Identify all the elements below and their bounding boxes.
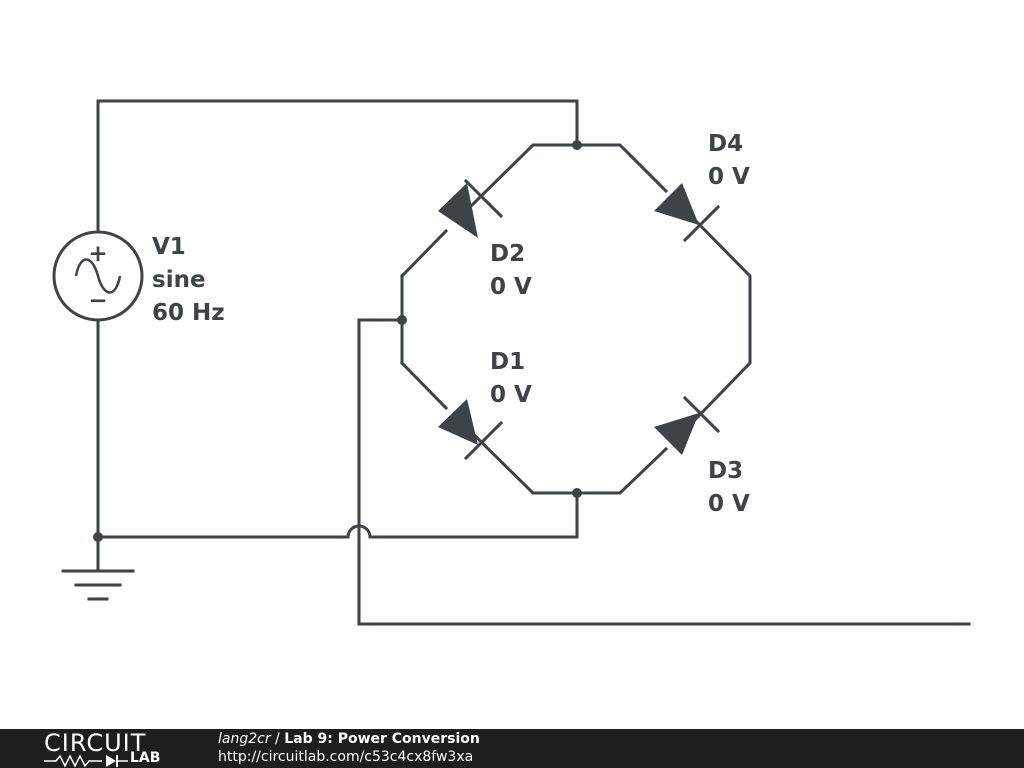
circuit-schematic: + − V1 sine 60 Hz D4 0 V D2 0 V D1 0 V D… [52,99,971,626]
wire-bridge-top[interactable] [464,143,669,213]
junction-ground [93,532,103,542]
junctions [93,140,582,542]
d4-voltage: 0 V [708,164,750,190]
wire-bridge-bottom[interactable] [464,425,669,495]
d2-label: D2 [490,241,525,267]
voltage-source-v1[interactable]: + − [52,230,144,322]
source-minus-sign: − [88,288,107,314]
d3-label: D3 [708,458,743,484]
wire-bridge-d1-left[interactable] [399,360,449,411]
d2-voltage: 0 V [490,274,532,300]
author-link[interactable]: lang2cr [218,731,271,747]
ground-icon [61,569,135,601]
junction-left [397,315,407,325]
wire-bridge-right[interactable] [684,209,752,431]
diode-d4-symbol[interactable] [654,183,721,243]
source-plus-sign: + [88,241,107,267]
d1-label: D1 [490,349,525,375]
wire-v1-top[interactable] [96,99,579,234]
wires [96,99,971,626]
footer-title-line: lang2cr / Lab 9: Power Conversion [218,731,480,748]
d4-label: D4 [708,131,743,157]
v1-label: V1 [152,234,186,260]
wire-ground-to-bridge[interactable] [96,491,579,539]
footer-bar: CIRCUIT LAB lang2cr / Lab 9: Power Conve… [0,729,1024,768]
circuitlab-logo-text: CIRCUIT [44,729,147,757]
circuit-title: Lab 9: Power Conversion [284,731,480,747]
d3-voltage: 0 V [708,491,750,517]
v1-frequency-label: 60 Hz [152,300,225,326]
diode-d3-symbol[interactable] [654,395,721,455]
diode-d2-symbol[interactable] [438,178,504,238]
diode-d1-symbol[interactable] [438,399,504,461]
circuitlab-logo-icon [44,754,128,768]
circuitlab-logo-lab: LAB [130,750,161,766]
wire-bridge-d2-left[interactable] [399,228,449,279]
circuit-url-link[interactable]: http://circuitlab.com/c53c4cx8fw3xa [218,749,474,765]
d1-voltage: 0 V [490,382,532,408]
wire-output[interactable] [357,318,971,626]
v1-type-label: sine [152,267,206,293]
junction-bottom [572,488,582,498]
sine-wave-icon [74,258,122,294]
junction-top [572,140,582,150]
title-separator: / [270,731,285,747]
